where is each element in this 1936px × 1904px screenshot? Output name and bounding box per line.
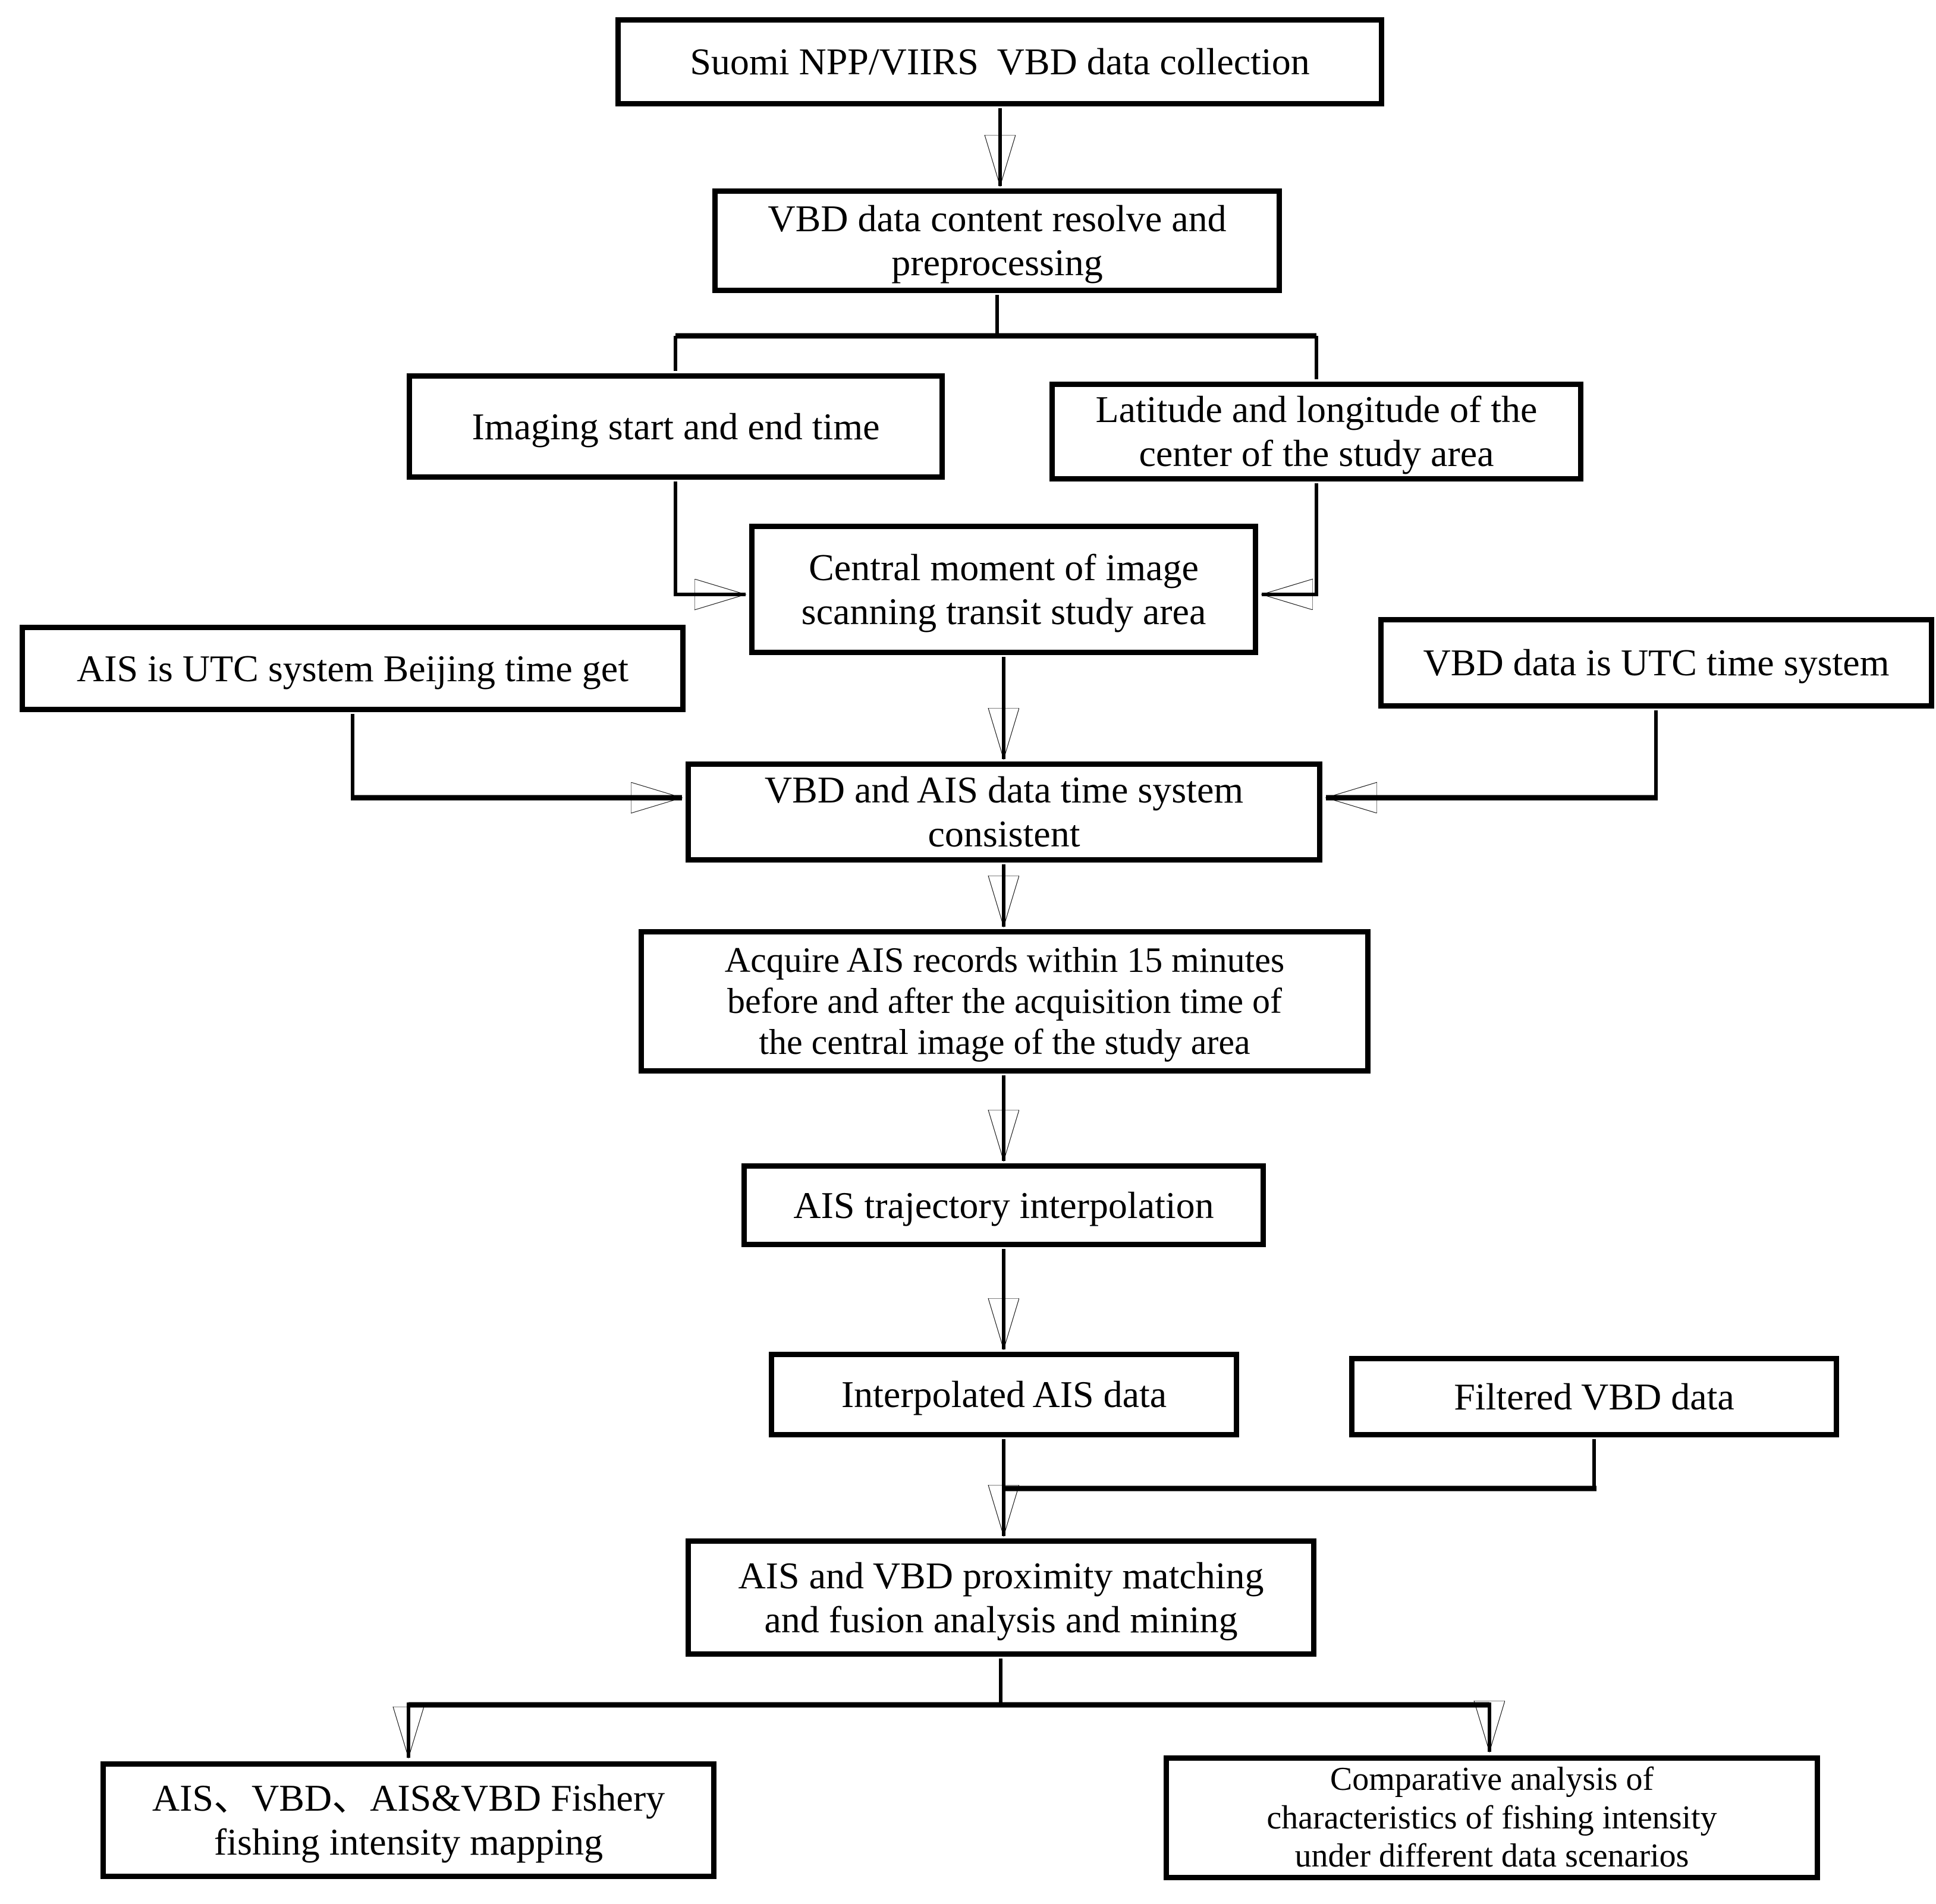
flow-node-central-moment: Central moment of image scanning transit… (749, 524, 1258, 655)
node-label: AIS is UTC system Beijing time get (77, 647, 628, 690)
node-label: Central moment of image scanning transit… (801, 546, 1206, 632)
flow-node-latlon-center: Latitude and longitude of the center of … (1049, 382, 1583, 481)
flow-node-ais-utc: AIS is UTC system Beijing time get (20, 625, 686, 712)
node-label: Filtered VBD data (1454, 1375, 1734, 1418)
node-label: VBD data is UTC time system (1423, 641, 1890, 684)
flow-node-vbd-utc: VBD data is UTC time system (1378, 617, 1934, 709)
node-label: Imaging start and end time (472, 405, 880, 448)
flow-node-time-consistent: VBD and AIS data time system consistent (686, 761, 1322, 863)
node-label: AIS trajectory interpolation (793, 1184, 1214, 1226)
flow-node-acquire-ais: Acquire AIS records within 15 minutes be… (639, 929, 1371, 1074)
flow-node-comparative-analysis: Comparative analysis of characteristics … (1164, 1755, 1820, 1880)
flow-node-interpolated-ais: Interpolated AIS data (769, 1352, 1239, 1437)
node-label: AIS、VBD、AIS&VBD Fishery fishing intensit… (152, 1777, 665, 1863)
flow-node-intensity-mapping: AIS、VBD、AIS&VBD Fishery fishing intensit… (100, 1761, 716, 1879)
node-label: Interpolated AIS data (841, 1373, 1167, 1416)
flow-node-vbd-preprocessing: VBD data content resolve and preprocessi… (712, 188, 1282, 293)
node-label: VBD and AIS data time system consistent (764, 769, 1244, 855)
node-label: Latitude and longitude of the center of … (1095, 388, 1538, 474)
flow-node-filtered-vbd: Filtered VBD data (1349, 1356, 1839, 1437)
node-label: Comparative analysis of characteristics … (1266, 1761, 1717, 1875)
node-label: Suomi NPP/VIIRS VBD data collection (690, 40, 1310, 83)
flow-node-proximity-matching: AIS and VBD proximity matching and fusio… (686, 1538, 1316, 1657)
node-label: AIS and VBD proximity matching and fusio… (738, 1554, 1264, 1641)
edge-latlon-to-central (1262, 483, 1318, 594)
node-label: Acquire AIS records within 15 minutes be… (724, 940, 1285, 1062)
node-label: VBD data content resolve and preprocessi… (768, 197, 1227, 284)
flow-node-ais-interpolation: AIS trajectory interpolation (741, 1163, 1266, 1247)
edge-imaging-to-central (674, 481, 746, 594)
flow-node-vbd-collection: Suomi NPP/VIIRS VBD data collection (615, 17, 1384, 106)
flow-node-imaging-time: Imaging start and end time (407, 373, 945, 480)
